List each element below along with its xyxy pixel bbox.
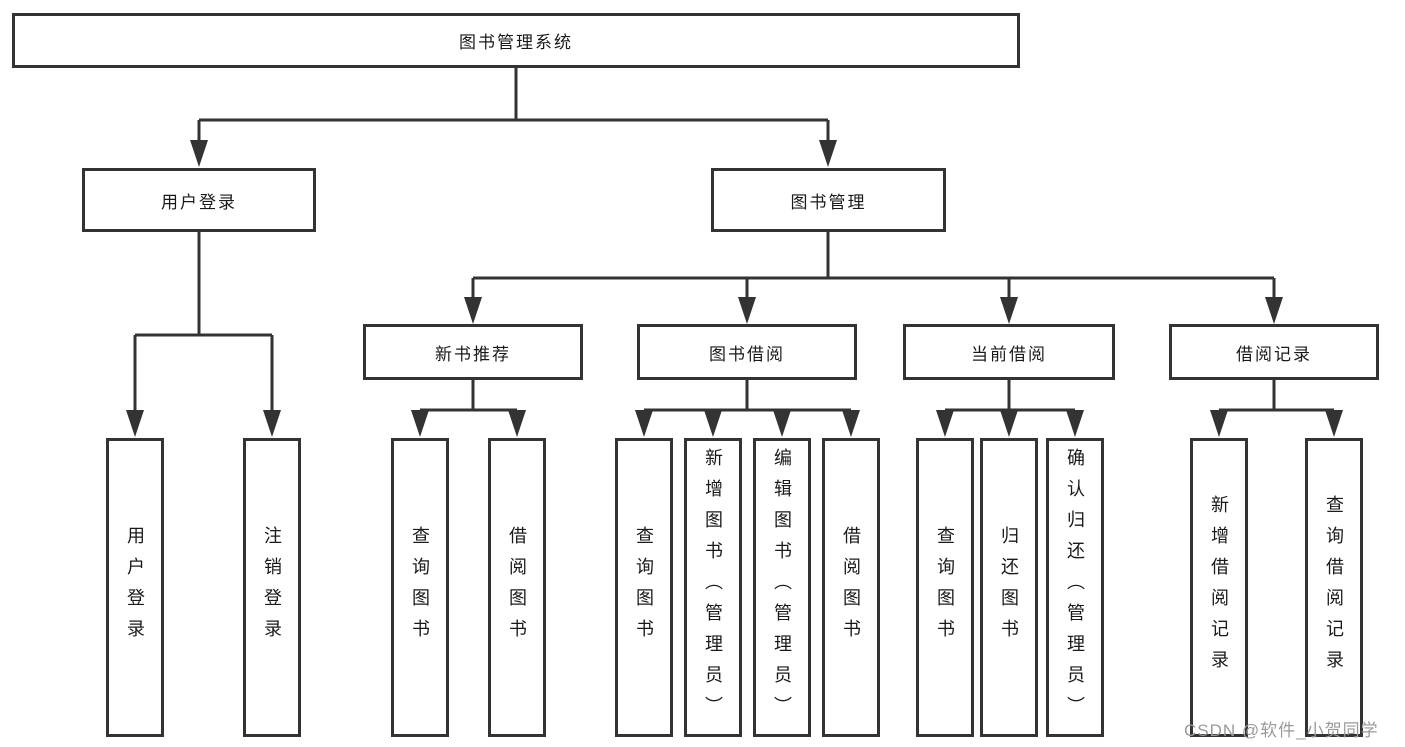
connector-new-book-rec-to-children xyxy=(411,380,526,437)
leaf-logout-login: 注销登录 xyxy=(243,438,301,737)
leaf-recommend-borrow-book: 借阅图书 xyxy=(488,438,546,737)
leaf-recommend-query-book: 查询图书 xyxy=(391,438,449,737)
node-book-borrow: 图书借阅 xyxy=(637,324,857,380)
node-current-borrow: 当前借阅 xyxy=(903,324,1115,380)
leaf-borrow-add-book-admin: 新增图书（管理员） xyxy=(684,438,742,737)
leaf-borrow-borrow-book: 借阅图书 xyxy=(822,438,880,737)
leaf-current-return-book: 归还图书 xyxy=(980,438,1038,737)
node-book-management: 图书管理 xyxy=(711,168,946,232)
node-borrow-record: 借阅记录 xyxy=(1169,324,1379,380)
leaf-current-query-book: 查询图书 xyxy=(916,438,974,737)
connector-borrow-record-to-children xyxy=(1210,380,1343,437)
node-user-login: 用户登录 xyxy=(82,168,316,232)
connector-current-borrow-to-children xyxy=(936,380,1084,437)
leaf-current-confirm-return-admin: 确认归还（管理员） xyxy=(1046,438,1104,737)
node-new-book-recommend: 新书推荐 xyxy=(363,324,583,380)
connector-book-borrow-to-children xyxy=(635,380,860,437)
connector-root-to-level2 xyxy=(190,68,837,167)
node-root: 图书管理系统 xyxy=(12,13,1020,68)
leaf-borrow-query-book: 查询图书 xyxy=(615,438,673,737)
csdn-watermark: CSDN @软件_小贺同学 xyxy=(1184,721,1379,740)
leaf-record-query-record: 查询借阅记录 xyxy=(1305,438,1363,737)
leaf-user-login: 用户登录 xyxy=(106,438,164,737)
connector-user-login-to-children xyxy=(126,232,281,437)
leaf-record-add-record: 新增借阅记录 xyxy=(1190,438,1248,737)
leaf-borrow-edit-book-admin: 编辑图书（管理员） xyxy=(753,438,811,737)
connector-book-mgmt-to-level3 xyxy=(464,232,1283,324)
